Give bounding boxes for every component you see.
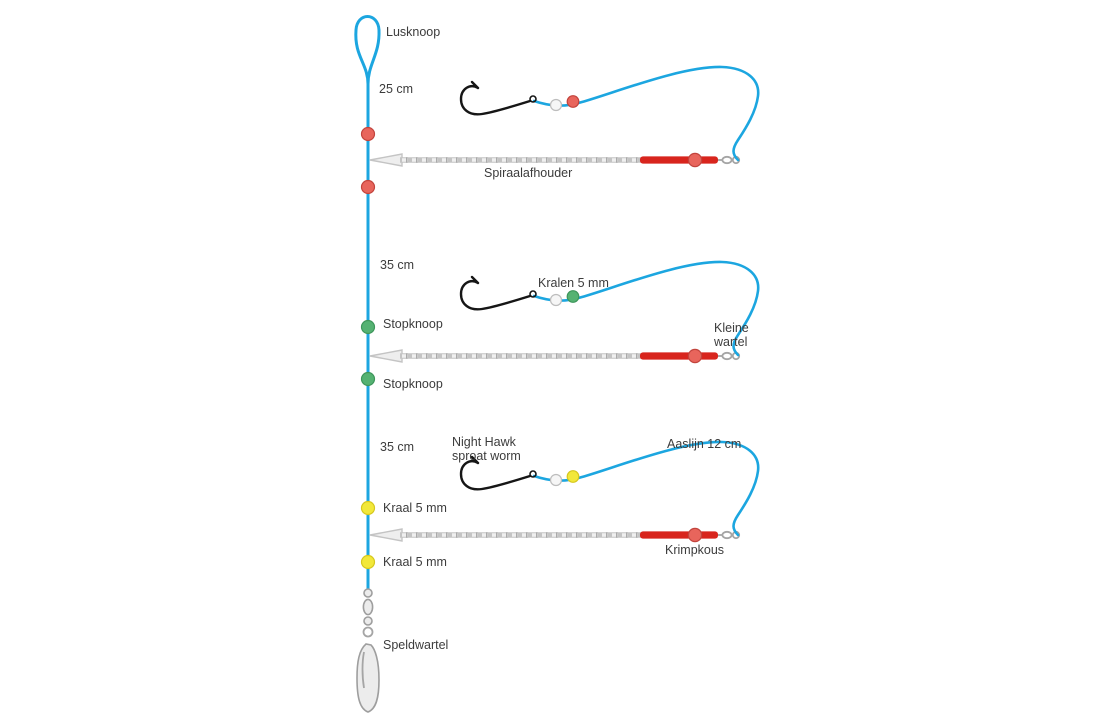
snood-bead-white: [549, 473, 563, 487]
label-stopknoop-bottom: Stopknoop: [383, 377, 443, 391]
snood-line: [532, 65, 760, 162]
label-stopknoop-top: Stopknoop: [383, 317, 443, 331]
stop-bead-green-lower: [360, 371, 376, 387]
label-seg-top: 25 cm: [379, 82, 413, 96]
snap-clip-wire: [361, 651, 365, 689]
labels: Lusknoop 25 cm Spiraalafhouder 35 cm Kra…: [379, 25, 749, 652]
snood-line: [532, 440, 760, 537]
label-speldwartel: Speldwartel: [383, 638, 448, 652]
label-seg-bottom: 35 cm: [380, 440, 414, 454]
label-hook-name-2: sproat worm: [452, 449, 521, 463]
stop-bead-red-lower: [360, 179, 376, 195]
label-lusknoop: Lusknoop: [386, 25, 440, 39]
snood-bead-white: [549, 293, 563, 307]
hook-icon: [459, 80, 538, 116]
snap-swivel: [356, 588, 380, 713]
snood-bead-white: [549, 98, 563, 112]
stop-bead-yellow-upper: [360, 500, 376, 516]
label-krimpkous: Krimpkous: [665, 543, 724, 557]
label-aaslijn: Aaslijn 12 cm: [667, 437, 741, 451]
stop-bead-green-upper: [360, 319, 376, 335]
label-kralen: Kralen 5 mm: [538, 276, 609, 290]
hook-icon: [459, 275, 538, 311]
swivel-ball-top: [363, 588, 373, 598]
label-seg-mid: 35 cm: [380, 258, 414, 272]
label-kraal-bottom: Kraal 5 mm: [383, 555, 447, 569]
label-kraal-top: Kraal 5 mm: [383, 501, 447, 515]
snood-bead-green: [566, 290, 580, 303]
label-spiraalafhouder: Spiraalafhouder: [484, 166, 572, 180]
stop-bead-yellow-lower: [360, 554, 376, 570]
label-hook-name-1: Night Hawk: [452, 435, 517, 449]
stop-bead-red-upper: [360, 126, 376, 142]
label-kleine-wartel-1: Kleine: [714, 321, 749, 335]
spiral-boom-arm: [370, 153, 739, 166]
swivel-ring: [362, 626, 374, 638]
spiral-boom-arm: [370, 528, 739, 541]
dropper-bottom: [360, 440, 760, 570]
dropper-middle: [360, 260, 760, 387]
swivel-ball-bottom: [363, 616, 373, 626]
snood-bead-red: [566, 95, 580, 108]
snap-clip: [356, 643, 380, 713]
swivel-barrel: [362, 598, 374, 616]
loop-knot: [354, 15, 381, 86]
dropper-top: [360, 65, 760, 195]
spiral-boom-arm: [370, 349, 739, 362]
label-kleine-wartel-2: wartel: [713, 335, 747, 349]
snood-bead-yellow: [566, 470, 580, 483]
